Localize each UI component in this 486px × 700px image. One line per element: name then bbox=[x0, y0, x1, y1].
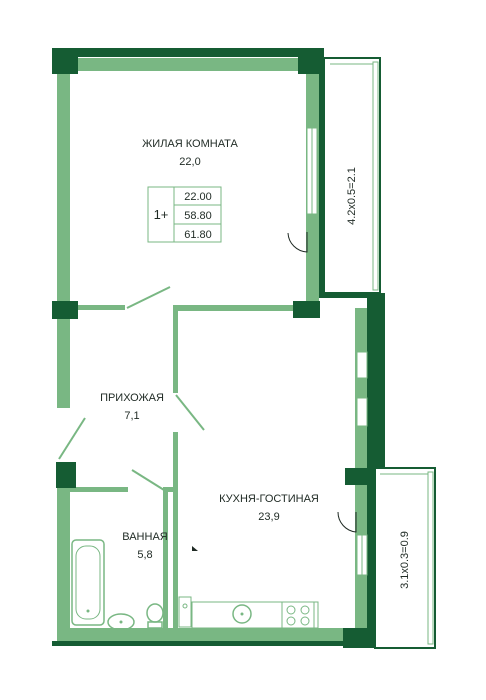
right-dark-wall bbox=[367, 298, 385, 468]
living-room-area: 22,0 bbox=[179, 156, 200, 168]
bathtub-icon bbox=[71, 539, 105, 626]
summary-total-with-balcony: 61.80 bbox=[184, 229, 212, 241]
balcony-lower bbox=[374, 467, 436, 649]
summary-rooms-label: 1+ bbox=[154, 207, 169, 222]
sink-icon bbox=[107, 613, 135, 631]
area-summary-table: 1+ 22.00 58.80 61.80 bbox=[147, 186, 222, 243]
kitchen-name: КУХНЯ-ГОСТИНАЯ bbox=[219, 493, 319, 505]
balcony-upper-left-wall bbox=[319, 56, 324, 298]
meter-icon bbox=[182, 603, 188, 609]
balcony-upper bbox=[323, 57, 381, 294]
column-right-mid bbox=[293, 301, 320, 318]
wall-left-upper bbox=[57, 58, 70, 313]
toilet-icon bbox=[146, 603, 164, 629]
wall-hall-kitchen-lower bbox=[173, 432, 178, 632]
window-kitchen-1 bbox=[356, 351, 368, 379]
balcony-upper-bottom-wall bbox=[319, 293, 385, 298]
door-swing-balcony-icon bbox=[337, 511, 357, 533]
door-living bbox=[126, 286, 171, 309]
wall-hall-kitchen-upper bbox=[173, 308, 178, 393]
wall-top bbox=[52, 58, 320, 71]
vent-marker-icon bbox=[192, 546, 198, 551]
wall-living-hall-left bbox=[70, 305, 125, 310]
balcony-upper-glazing bbox=[372, 61, 379, 291]
wall-left-lower bbox=[57, 462, 70, 642]
hall-name: ПРИХОЖАЯ bbox=[100, 392, 164, 404]
column-right-kitchen bbox=[345, 468, 367, 485]
living-room-name: ЖИЛАЯ КОМНАТА bbox=[142, 138, 238, 150]
door-bath bbox=[131, 469, 165, 491]
kitchen-area: 23,9 bbox=[258, 511, 279, 523]
right-dark-wall-lower bbox=[367, 468, 375, 648]
kitchen-sink-icon bbox=[232, 604, 252, 624]
wall-left-mid bbox=[57, 313, 70, 408]
bottom-dark-strip bbox=[52, 641, 367, 646]
hall-area: 7,1 bbox=[124, 410, 139, 422]
door-kitchen bbox=[175, 394, 205, 431]
door-swing-icon bbox=[287, 232, 308, 253]
bath-area: 5,8 bbox=[137, 549, 152, 561]
wall-bottom bbox=[57, 628, 357, 641]
wall-bath-top bbox=[70, 487, 128, 492]
column-left-lower bbox=[56, 462, 76, 488]
utility-box bbox=[178, 596, 192, 628]
wall-bath-top-right bbox=[163, 487, 175, 492]
wall-bath-right bbox=[163, 487, 168, 632]
column-left-mid bbox=[52, 301, 78, 319]
summary-total-area: 58.80 bbox=[184, 210, 212, 222]
balcony-lower-glazing bbox=[427, 471, 434, 645]
column-top-strip bbox=[52, 48, 324, 57]
balcony-upper-label: 4.2х0.5=2.1 bbox=[346, 167, 358, 225]
balcony-lower-label: 3.1х0.3=0.9 bbox=[399, 531, 411, 589]
kitchen-counter bbox=[191, 601, 319, 629]
stove-icon bbox=[281, 601, 315, 629]
summary-living-area: 22.00 bbox=[184, 191, 212, 203]
door-entrance bbox=[58, 417, 86, 460]
bath-name: ВАННАЯ bbox=[122, 531, 168, 543]
window-kitchen-2 bbox=[356, 397, 368, 427]
wall-living-kitchen bbox=[173, 305, 318, 311]
